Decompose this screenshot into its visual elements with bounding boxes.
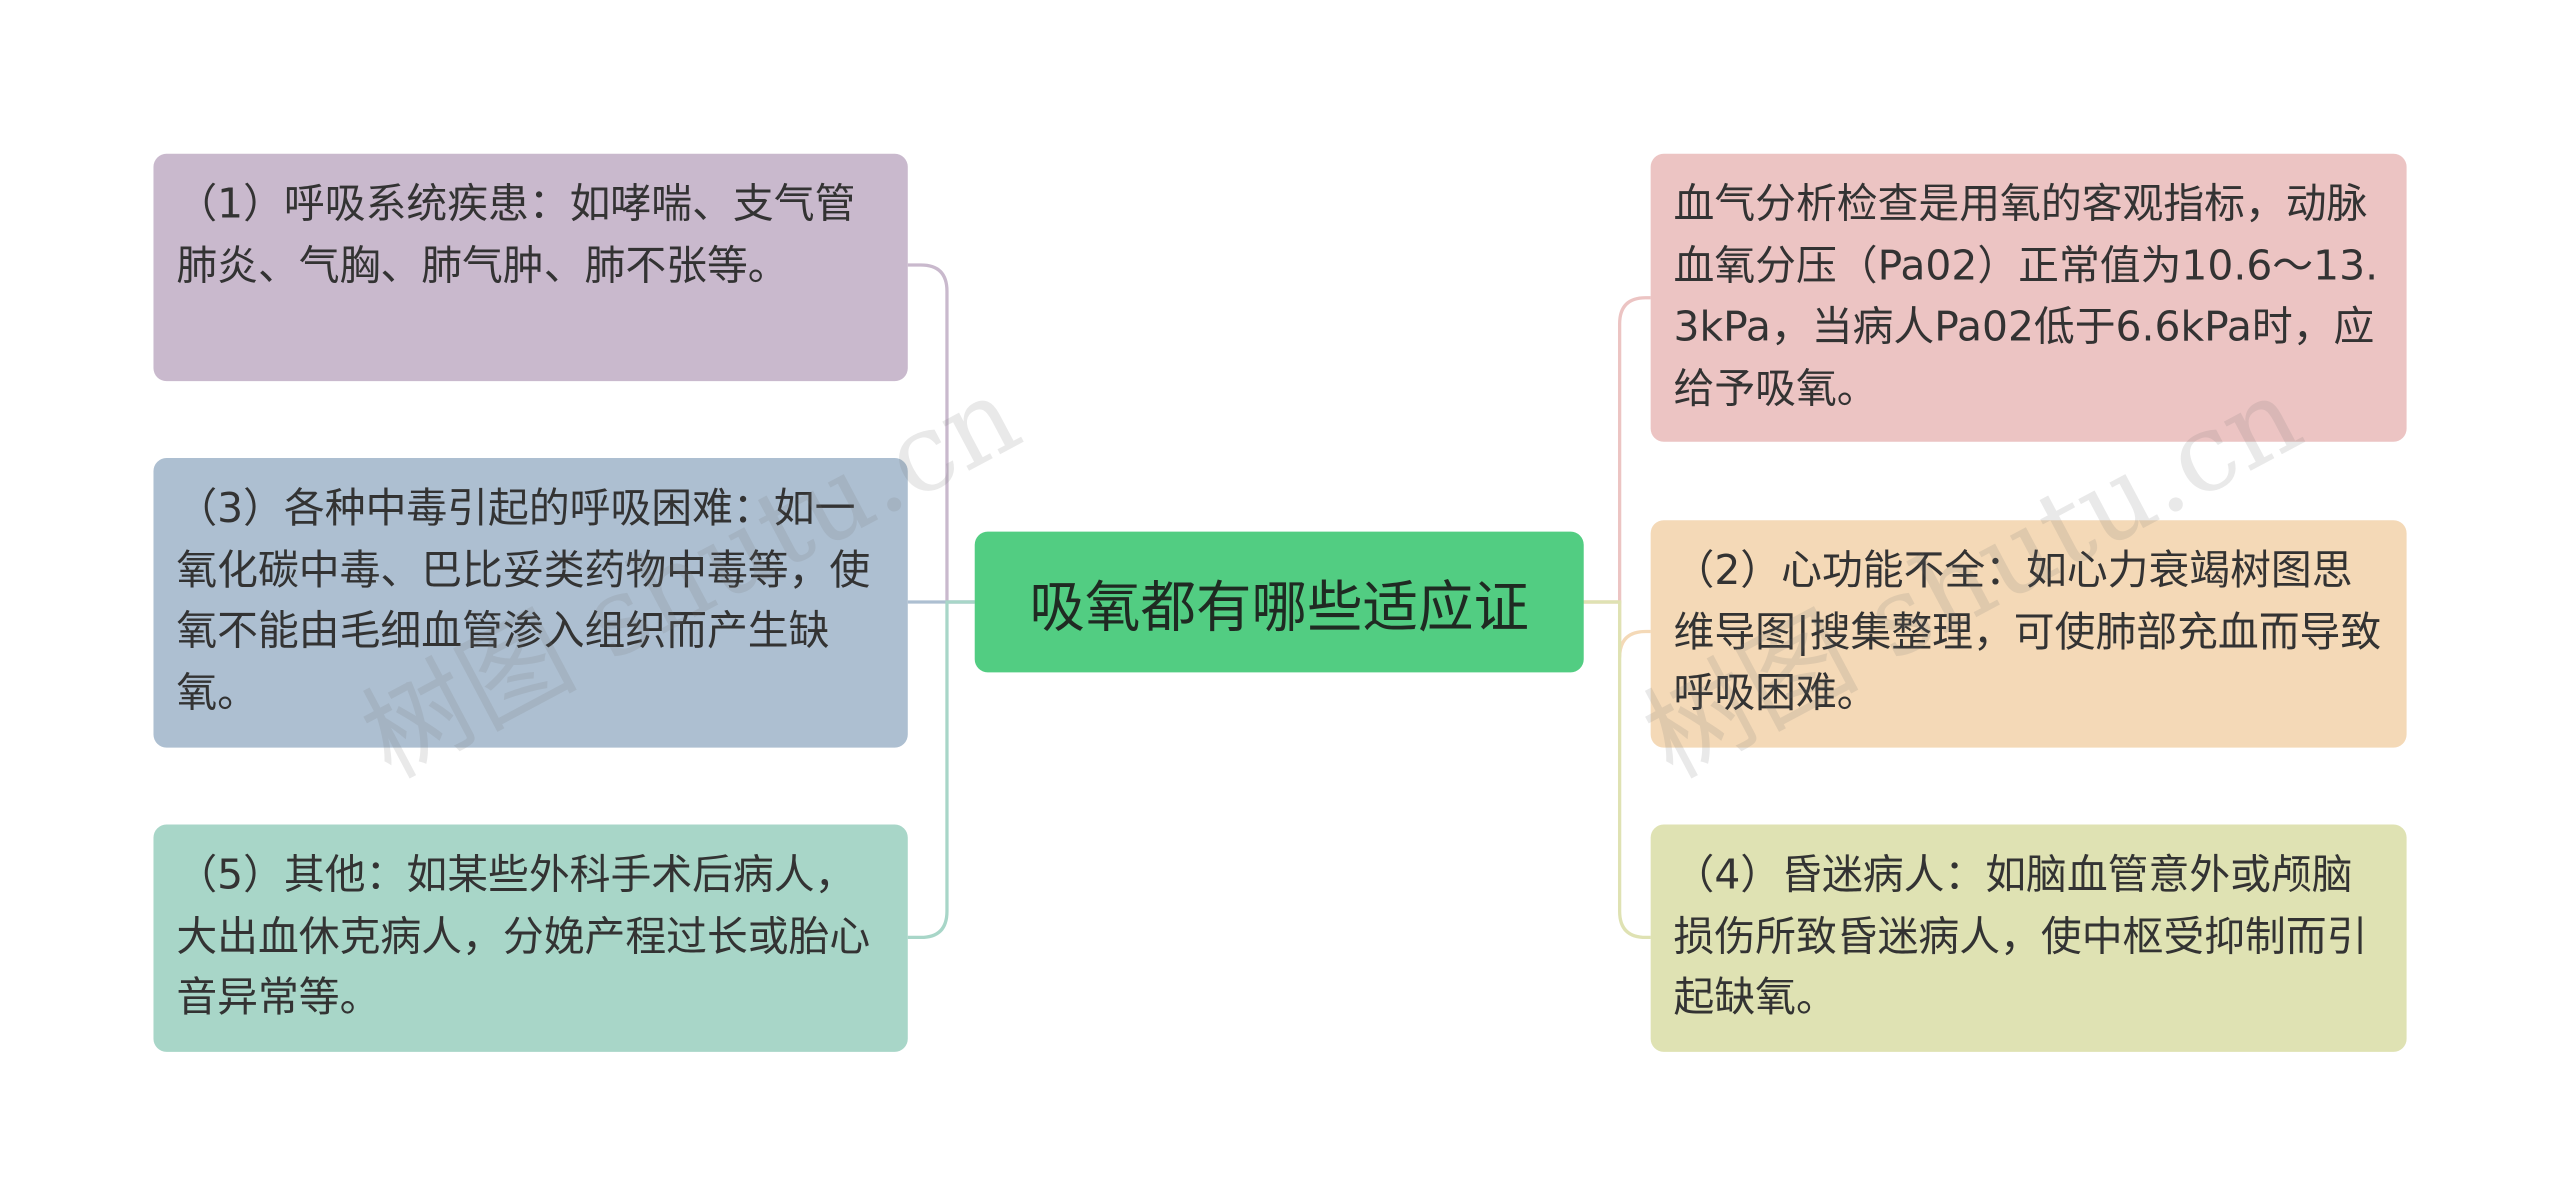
- connector-left-3: [907, 600, 975, 940]
- right-node-2[interactable]: （2）心功能不全：如心力衰竭树图思维导图|搜集整理，可使肺部充血而导致呼吸困难。: [1650, 520, 2407, 748]
- connector-right-3: [1583, 600, 1651, 940]
- left-node-5[interactable]: （5）其他：如某些外科手术后病人，大出血休克病人，分娩产程过长或胎心音异常等。: [153, 824, 908, 1052]
- connector-left-1: [907, 263, 975, 604]
- connector-right-2: [1583, 600, 1651, 658]
- central-topic[interactable]: 吸氧都有哪些适应证: [974, 531, 1584, 673]
- left-node-3[interactable]: （3）各种中毒引起的呼吸困难：如一氧化碳中毒、巴比妥类药物中毒等，使氧不能由毛细…: [153, 458, 908, 748]
- left-node-1[interactable]: （1）呼吸系统疾患：如哮喘、支气管肺炎、气胸、肺气肿、肺不张等。: [153, 153, 908, 382]
- right-node-blood-gas[interactable]: 血气分析检查是用氧的客观指标，动脉血氧分压（Pa02）正常值为10.6～13.3…: [1650, 153, 2407, 442]
- right-node-4[interactable]: （4）昏迷病人：如脑血管意外或颅脑损伤所致昏迷病人，使中枢受抑制而引起缺氧。: [1650, 824, 2407, 1052]
- connector-right-1: [1583, 296, 1651, 604]
